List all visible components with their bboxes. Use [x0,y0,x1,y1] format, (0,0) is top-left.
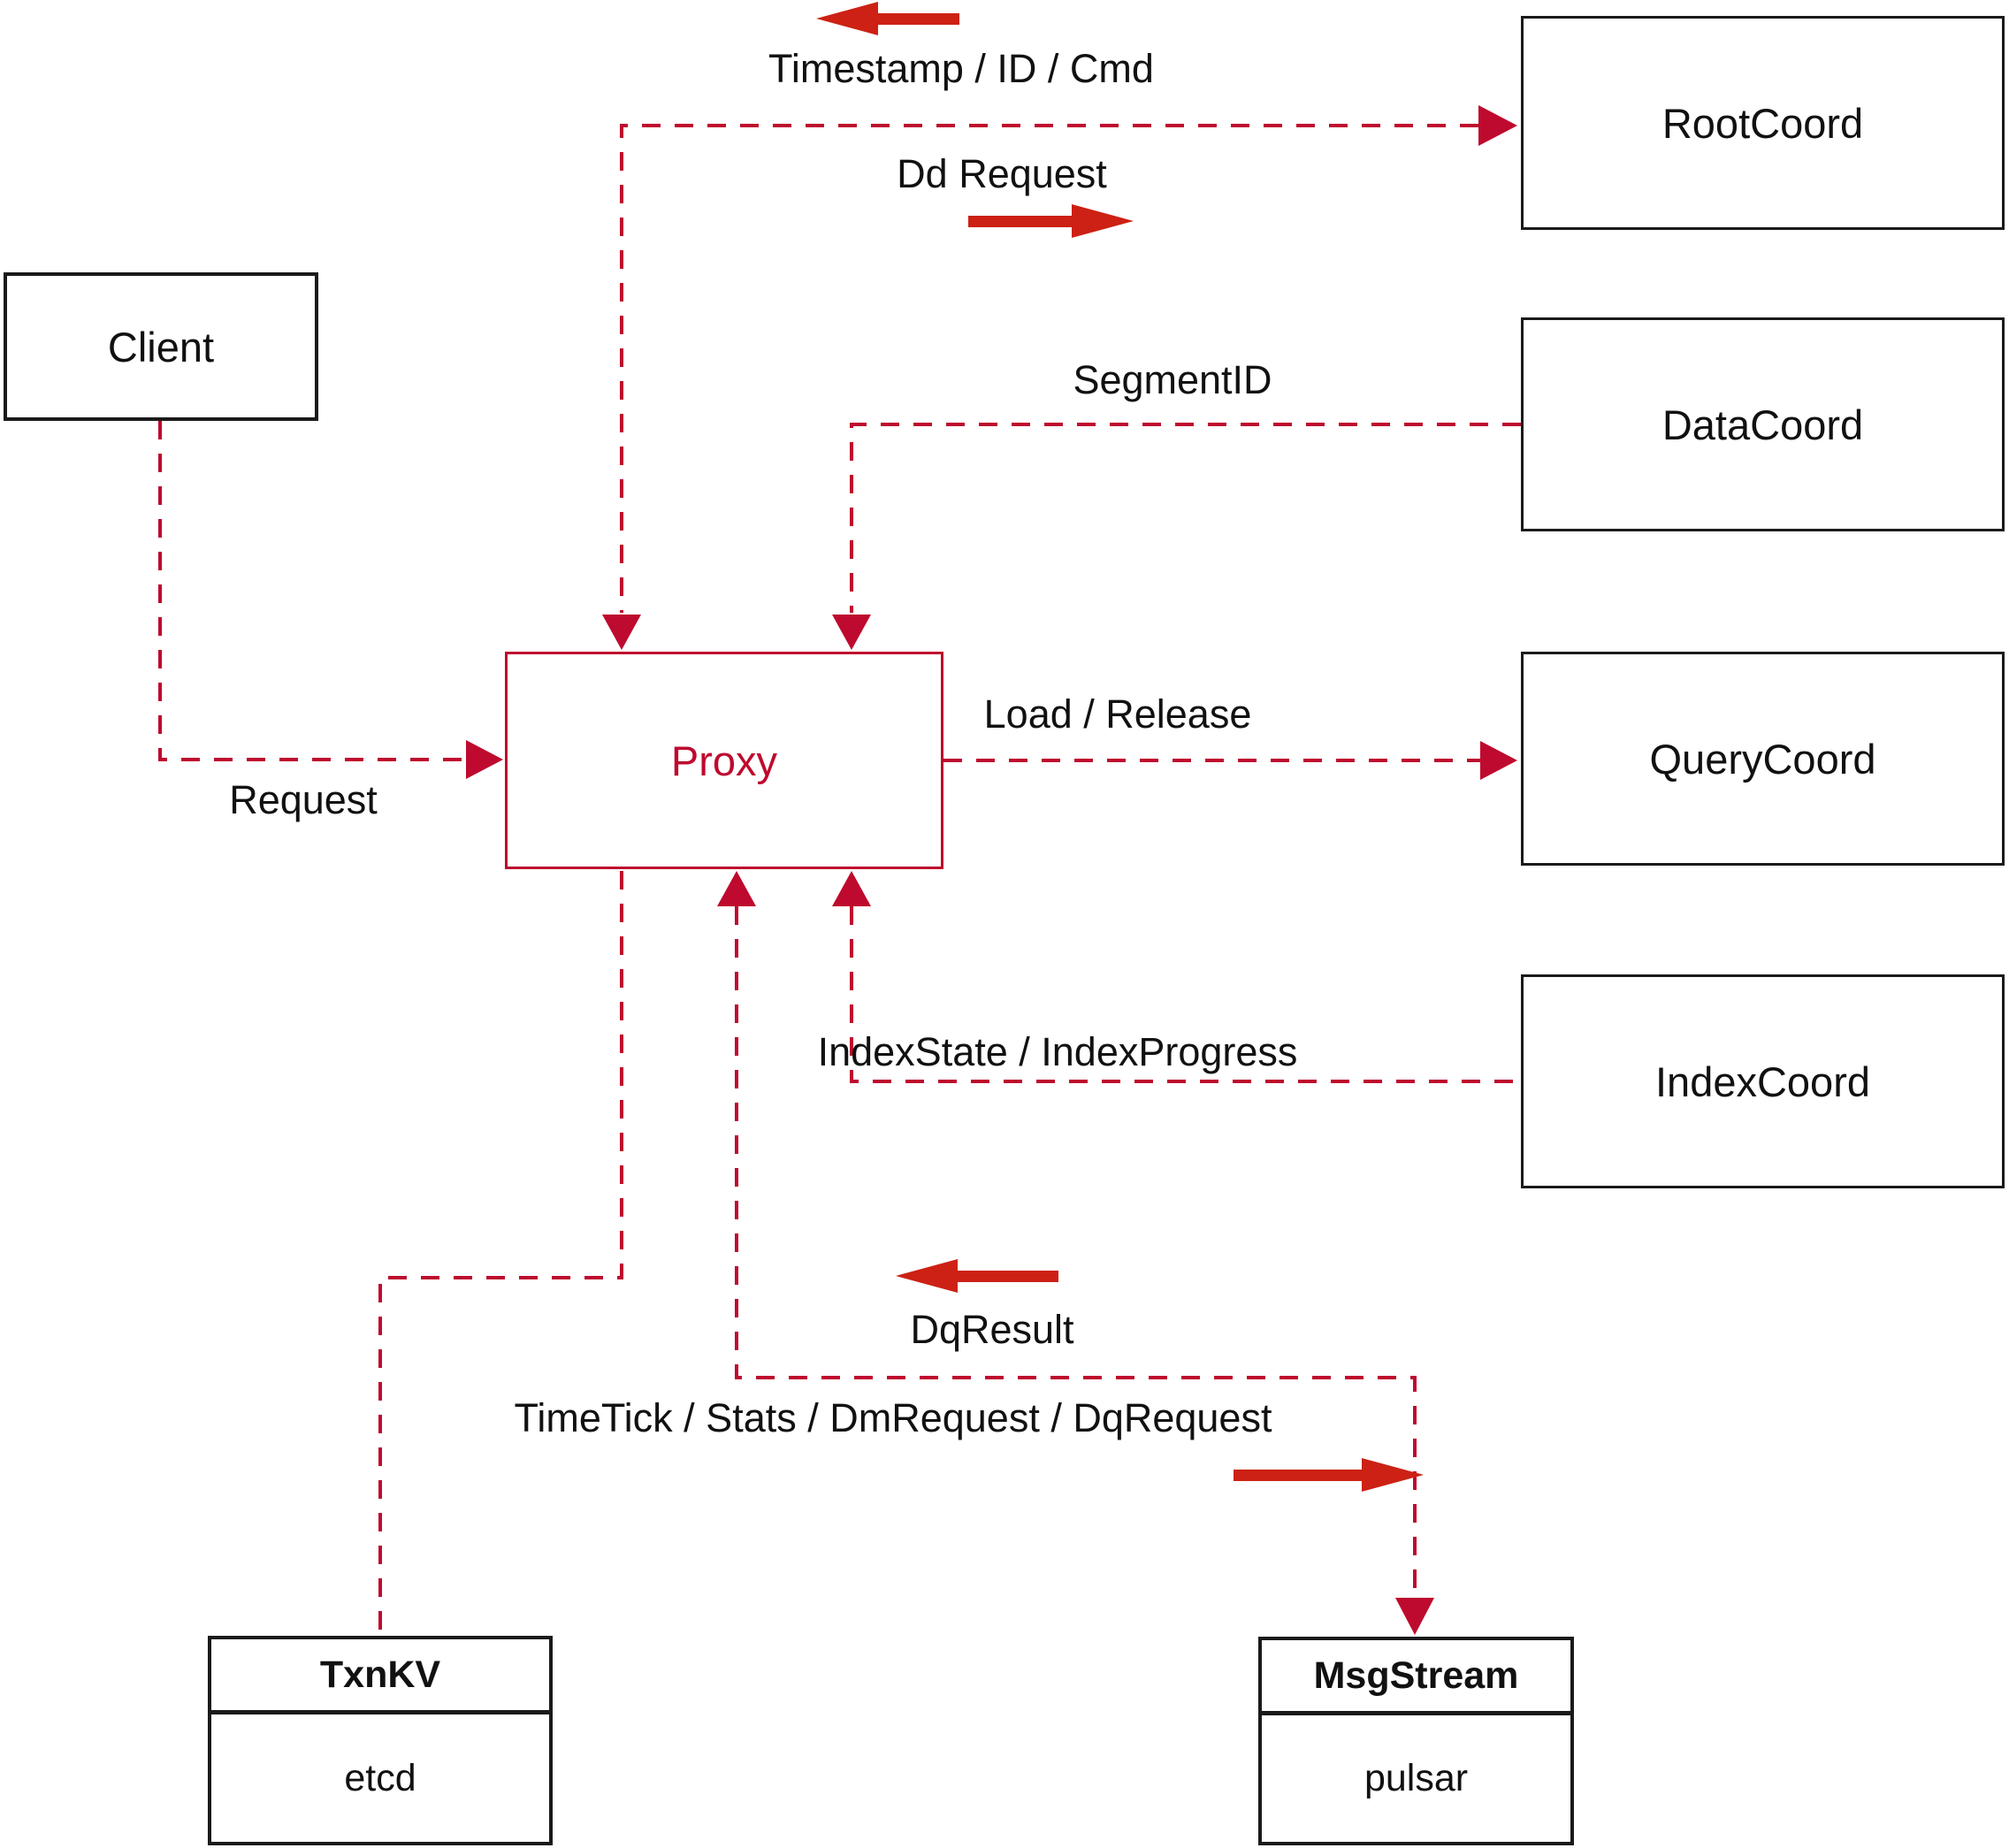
edge-label-request: Request [229,777,378,822]
node-indexcoord: IndexCoord [1521,974,2005,1188]
node-datacoord-label: DataCoord [1661,401,1864,448]
node-msgstream: MsgStream pulsar [1258,1637,1574,1845]
node-msgstream-subtitle: pulsar [1364,1757,1469,1799]
connector-proxy-rootcoord [620,124,1478,613]
edge-label-timestamp-id-cmd: Timestamp / ID / Cmd [768,46,1154,91]
node-indexcoord-label: IndexCoord [1655,1058,1870,1105]
flow-arrow-left-timestamp [816,2,959,35]
connector-client-proxy [158,421,464,761]
flow-arrow-left-dqresult [896,1259,1058,1293]
arrowhead-into-querycoord [1480,741,1517,780]
node-proxy: Proxy [505,652,943,869]
node-client-label: Client [107,323,215,370]
arrowhead-into-rootcoord [1478,105,1517,146]
node-txnkv-title: TxnKV [211,1639,549,1714]
connector-datacoord-proxy [850,423,1521,613]
edge-label-timetick-stats-dmrequest-dqrequest: TimeTick / Stats / DmRequest / DqRequest [514,1395,1272,1440]
arrowhead-into-proxy-left [466,740,503,779]
node-querycoord-label: QueryCoord [1649,735,1876,783]
connector-indexcoord-proxy [850,906,1521,1083]
connector-proxy-txnkv [378,871,623,1634]
connector-proxy-msgstream [735,906,1417,1596]
flow-arrow-right-timetick [1234,1458,1424,1492]
node-msgstream-title: MsgStream [1262,1640,1570,1715]
node-rootcoord-label: RootCoord [1661,99,1864,147]
edge-label-indexstate-indexprogress: IndexState / IndexProgress [817,1029,1298,1074]
arrowhead-into-proxy-top-right [832,615,871,650]
flow-arrow-right-dd-request [968,204,1134,238]
arrowhead-into-msgstream [1395,1598,1434,1635]
arrowhead-into-proxy-top-left [602,615,641,650]
node-datacoord: DataCoord [1521,317,2005,531]
node-proxy-label: Proxy [670,737,778,784]
arrowhead-into-proxy-bottom-middle [717,871,756,906]
node-querycoord: QueryCoord [1521,652,2005,866]
edge-label-dqresult: DqResult [910,1307,1074,1352]
arrowhead-into-proxy-bottom-right [832,871,871,906]
node-client: Client [4,272,318,421]
edge-label-segmentid: SegmentID [1073,357,1272,402]
node-txnkv-subtitle: etcd [344,1756,416,1799]
edge-label-load-release: Load / Release [983,691,1252,737]
node-rootcoord: RootCoord [1521,16,2005,230]
node-txnkv: TxnKV etcd [208,1636,553,1845]
edge-label-dd-request: Dd Request [897,151,1107,196]
